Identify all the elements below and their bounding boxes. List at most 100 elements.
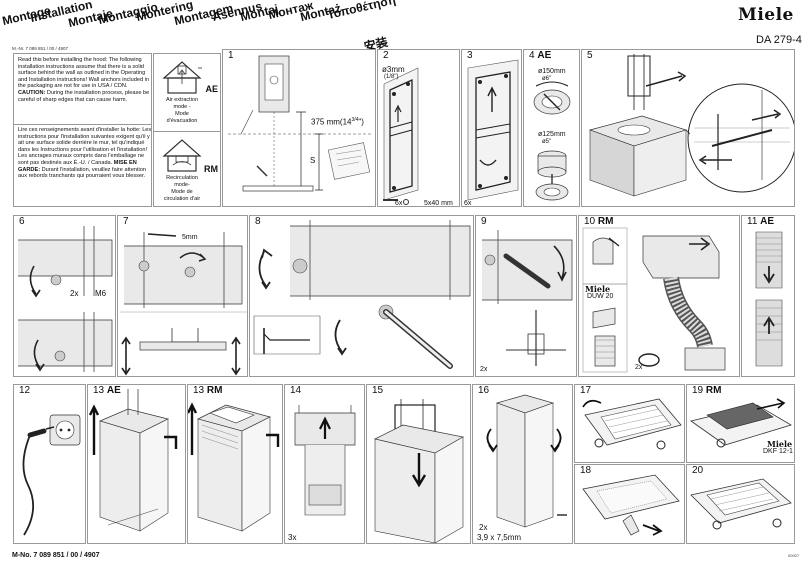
material-number-small: M.-Nr. 7 089 851 / 00 / 4907 [12, 46, 69, 51]
qty-label: 3x [288, 533, 297, 542]
bolt-qty-label: 2x [70, 289, 79, 298]
wrench-adjust-drawing [253, 220, 471, 369]
step-14-panel: 14 3x [284, 384, 365, 544]
wall-measurement-drawing [228, 55, 373, 192]
step-number: 13 AE [91, 385, 123, 396]
step-number: 4 AE [527, 50, 554, 61]
step-number: 18 [578, 465, 594, 476]
step-20-panel: 20 [686, 464, 795, 544]
chimney-lift-drawing [294, 405, 356, 516]
step-number: 2 [381, 50, 391, 61]
step-number: 3 [465, 50, 475, 61]
footer-code: 00007 [788, 553, 800, 558]
screw-qty-label: 2x [479, 523, 488, 532]
house-recirculation-icon [162, 139, 202, 172]
mode-rm: RM Recirculation mode- Mode de circulati… [154, 132, 222, 208]
diameter-inch-label: ø5" [542, 139, 552, 145]
charcoal-filter-drawing [690, 398, 792, 448]
diameter-label: ø150mm [538, 68, 566, 75]
step-number: 19 RM [690, 385, 724, 396]
step-15-panel: 15 [366, 384, 471, 544]
step-8-panel: 8 [249, 215, 474, 377]
chimney-rm-drawing [188, 402, 280, 532]
step-number: 1 [226, 50, 236, 61]
step-2-panel: 2 ø3mm (1/8") 6x 5x40 mm [377, 49, 460, 207]
bracket-drill-drawing [383, 67, 419, 205]
divider [154, 131, 220, 132]
chimney-cover-drawing [373, 399, 464, 543]
model-label: DUW 20 [587, 293, 614, 300]
mode-ae: AE Air extraction mode - Mode d'évacuati… [154, 54, 222, 131]
step-13-rm-panel: 13 RM [187, 384, 283, 544]
flex-duct-drawing [755, 231, 783, 367]
step-4-panel: 4 AE ø150mm ø6" ø125mm ø5" [523, 49, 580, 207]
step-number: 20 [690, 465, 706, 476]
material-number: M-No. 7 089 851 / 00 / 4907 [12, 552, 100, 559]
bracket-tighten-drawing [482, 230, 573, 366]
step-7-panel: 7 5mm [117, 215, 248, 377]
step-number: 17 [578, 385, 594, 396]
intro-paragraph-fr: Lire ces renseignements avant d'installe… [18, 127, 152, 180]
filter-remove-drawing [582, 474, 680, 536]
brand-label: Miele [767, 439, 793, 449]
mode-code: RM [204, 164, 218, 174]
step-6-panel: 6 2x M6 [13, 215, 116, 377]
doc-code: DA 279-4 [756, 34, 802, 46]
step-number: 12 [17, 385, 33, 396]
step-3-panel: 3 6x [461, 49, 522, 207]
bolt-tighten-drawing [18, 226, 113, 372]
qty-label: 2x [635, 364, 643, 371]
height-adjust-drawing [120, 232, 247, 376]
step-number: 7 [121, 216, 131, 227]
model-label: DKF 12-1 [763, 448, 793, 455]
filter-refit-drawing [690, 478, 792, 530]
mode-legend-box: AE Air extraction mode - Mode d'évacuati… [153, 53, 221, 207]
step-9-panel: 9 2x [475, 215, 577, 377]
step-11-panel: 11 AE [741, 215, 795, 377]
bolt-size-label: M6 [95, 289, 107, 298]
recirc-filter-drawing [582, 227, 726, 373]
step-13-ae-panel: 13 AE [87, 384, 186, 544]
step-17-panel: 17 [574, 384, 685, 463]
divider [14, 124, 151, 125]
allen-key-label: 5mm [182, 234, 198, 241]
step-number: 13 RM [191, 385, 225, 396]
mode-code: AE [205, 84, 218, 94]
step-18-panel: 18 [574, 464, 685, 544]
diameter-inch-label: ø6" [542, 76, 552, 82]
step-12-panel: 12 [13, 384, 86, 544]
miele-logo: Miele [738, 5, 794, 25]
language-title-strip: Montage Installation Montaje Montaggio M… [1, 0, 397, 54]
hood-hanging-drawing [588, 54, 794, 197]
screw-size-label: 5x40 mm [424, 200, 453, 207]
drill-bore-inch-label: (1/8") [384, 74, 399, 80]
mode-description: Recirculation mode- Mode de circulation … [163, 175, 201, 202]
chimney-fix-drawing [486, 394, 567, 528]
screw-qty-label: 6x [395, 200, 403, 207]
step-19-panel: 19 RM Miele DKF 12-1 [686, 384, 795, 463]
house-extraction-icon [162, 61, 202, 94]
step-5-panel: 5 [581, 49, 795, 207]
bracket-mount-drawing [467, 59, 519, 201]
diameter-label: ø125mm [538, 131, 566, 138]
step-number: 15 [370, 385, 386, 396]
step-number: 6 [17, 216, 27, 227]
step-number: 8 [253, 216, 263, 227]
intro-text-box: Read this before installing the hood: Th… [13, 53, 152, 207]
intro-paragraph-en: Read this before installing the hood: Th… [18, 57, 150, 103]
step-number: 11 AE [745, 216, 777, 227]
qty-label: 2x [480, 366, 488, 373]
s-dimension-label: S [310, 156, 316, 165]
step-number: 5 [585, 50, 595, 61]
screw-size-label: 3,9 x 7,5mm [477, 533, 522, 542]
step-1-panel: 1 375 mm(143/4") S [222, 49, 376, 207]
mode-description: Air extraction mode - Mode d'évacuation [165, 97, 199, 124]
qty-label: 6x [464, 200, 472, 207]
grease-filter-drawing [582, 398, 682, 450]
duct-adapter-drawing [533, 81, 571, 201]
step-number: 14 [288, 385, 304, 396]
step-number: 9 [479, 216, 489, 227]
step-16-panel: 16 2x 3,9 x 7,5mm [472, 384, 573, 544]
drill-bore-label: ø3mm [382, 65, 405, 74]
power-plug-drawing [22, 414, 81, 536]
